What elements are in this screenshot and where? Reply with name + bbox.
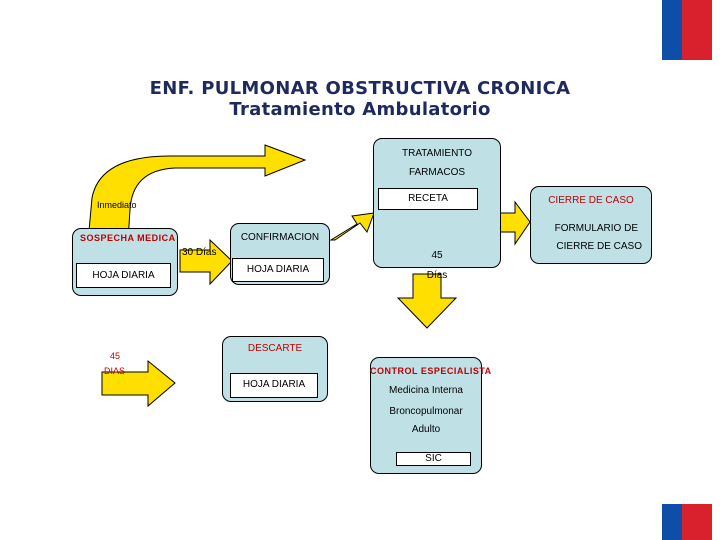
flag-red [682, 0, 712, 60]
descarte-hoja-box: HOJA DIARIA [230, 373, 318, 398]
flag-top [662, 0, 712, 60]
flag-bottom [662, 504, 712, 540]
confirmacion-hoja-box: HOJA DIARIA [232, 258, 324, 282]
tratamiento-days-num: 45 [431, 250, 443, 261]
sospecha-title: SOSPECHA MEDICA [80, 233, 176, 243]
arrow-45-num: 45 [110, 351, 121, 361]
page-title: ENF. PULMONAR OBSTRUCTIVA CRONICA [149, 78, 571, 99]
farmacos-label: FARMACOS [408, 167, 466, 178]
receta-box: RECETA [378, 188, 478, 210]
cierre-form-line2: CIERRE DE CASO [556, 241, 642, 252]
control-line1: Medicina Interna [389, 385, 463, 396]
arrow-down-icon [396, 273, 458, 329]
confirmacion-title: CONFIRMACION [240, 232, 320, 243]
tratamiento-title: TRATAMIENTO [402, 148, 472, 159]
flag-blue [662, 0, 682, 60]
tratamiento-days-unit: Días [426, 270, 448, 281]
arrow-cierre-icon [499, 200, 531, 246]
flag-bottom-red [682, 504, 712, 540]
control-line3: Adulto [411, 424, 441, 435]
control-title: CONTROL ESPECIALISTA [370, 366, 492, 376]
descarte-title: DESCARTE [247, 343, 303, 354]
cierre-title: CIERRE DE CASO [548, 195, 634, 206]
arrow-30-label: 30 Días [182, 247, 217, 258]
page-subtitle: Tratamiento Ambulatorio [229, 99, 491, 120]
arrow-diagonal-icon [329, 212, 375, 241]
arrow-30-dias-icon [179, 238, 233, 286]
sic-box: SIC [396, 452, 471, 466]
flag-bottom-blue [662, 504, 682, 540]
arrow-45-unit: DIAS [104, 366, 126, 376]
cierre-box [530, 186, 652, 264]
inmediato-label: Inmediato [97, 200, 137, 210]
curved-arrow-icon [87, 144, 307, 243]
sospecha-hoja-box: HOJA DIARIA [76, 263, 171, 288]
arrow-45-dias-icon [101, 359, 176, 408]
control-line2: Broncopulmonar [389, 406, 463, 417]
cierre-form-line1: FORMULARIO DE [554, 223, 638, 234]
